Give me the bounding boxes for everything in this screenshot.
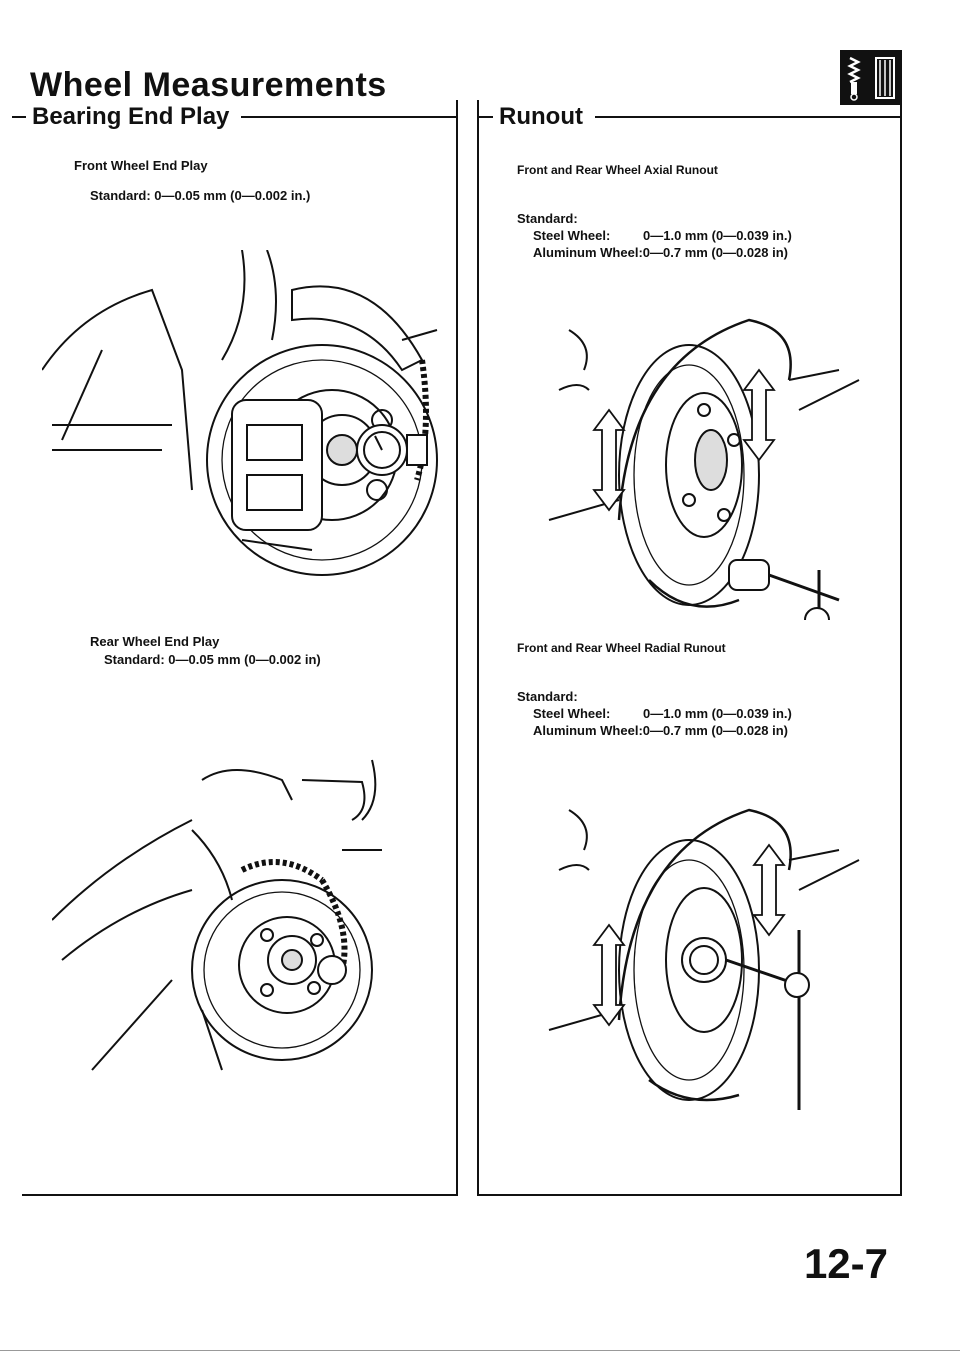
front-wheel-end-play-standard: Standard: 0—0.05 mm (0—0.002 in.)	[90, 188, 311, 203]
radial-steel-wheel-row: Steel Wheel:0—1.0 mm (0—0.039 in.)	[533, 706, 792, 721]
bearing-end-play-panel: Bearing End Play Front Wheel End Play St…	[12, 100, 458, 1196]
rear-wheel-end-play-figure	[52, 740, 432, 1080]
axial-runout-standard: Standard: Steel Wheel:0—1.0 mm (0—0.039 …	[517, 210, 792, 261]
axial-runout-label: Front and Rear Wheel Axial Runout	[517, 163, 718, 177]
suspension-strut-icon	[840, 50, 902, 105]
axial-runout-figure	[499, 300, 889, 620]
page-number: 12-7	[803, 1240, 888, 1287]
runout-panel: Runout Front and Rear Wheel Axial Runout…	[477, 100, 902, 1196]
bearing-end-play-heading: Bearing End Play	[12, 100, 456, 134]
front-wheel-end-play-label: Front Wheel End Play	[74, 158, 208, 173]
radial-aluminum-wheel-row: Aluminum Wheel:0—0.7 mm (0—0.028 in)	[533, 723, 789, 738]
radial-standard-label: Standard:	[517, 689, 578, 704]
page-title: Wheel Measurements	[30, 66, 387, 104]
radial-runout-figure	[499, 780, 889, 1110]
axial-steel-wheel-row: Steel Wheel:0—1.0 mm (0—0.039 in.)	[533, 228, 792, 243]
radial-runout-label: Front and Rear Wheel Radial Runout	[517, 641, 726, 655]
rear-wheel-end-play-standard: Standard: 0—0.05 mm (0—0.002 in)	[104, 652, 321, 667]
front-wheel-end-play-figure	[42, 250, 442, 630]
radial-runout-standard: Standard: Steel Wheel:0—1.0 mm (0—0.039 …	[517, 688, 792, 739]
footer-rule	[0, 1350, 960, 1351]
rear-wheel-end-play-label: Rear Wheel End Play	[90, 634, 220, 649]
runout-heading: Runout	[479, 100, 900, 134]
axial-aluminum-wheel-row: Aluminum Wheel:0—0.7 mm (0—0.028 in)	[533, 245, 789, 260]
axial-standard-label: Standard:	[517, 211, 578, 226]
